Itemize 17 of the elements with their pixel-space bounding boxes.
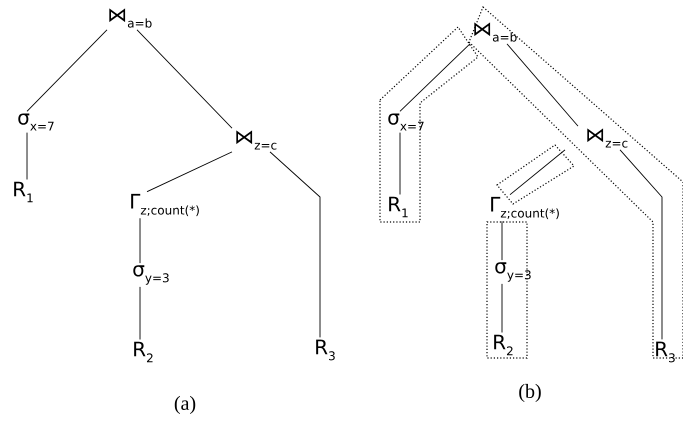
caption: (b): [519, 384, 541, 402]
caption: (a): [174, 396, 196, 414]
operator-label: σ y=3: [495, 262, 531, 282]
tree-edge: [26, 29, 108, 112]
operator-label: ⋈ z=c: [236, 130, 276, 150]
operator-label: σ y=3: [133, 265, 169, 285]
tree-edge: [506, 43, 578, 127]
operator-label: Γ z;count(*): [491, 196, 559, 220]
operator-label: ⋈ z=c: [587, 128, 628, 148]
tree-edge: [26, 132, 28, 180]
tree-edge: [400, 43, 470, 112]
tree-edge: [146, 151, 232, 192]
tree-edge: [270, 151, 320, 338]
tree-edge: [510, 149, 566, 196]
operator-label: Γ z;count(*): [131, 194, 199, 216]
tree-edge: [620, 149, 662, 340]
tree-edge: [136, 29, 232, 129]
